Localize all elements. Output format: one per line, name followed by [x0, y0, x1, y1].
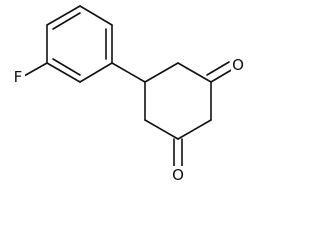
carbonyl-top [206, 61, 234, 83]
oxygen-bottom-label: O [172, 166, 184, 184]
fluorine-label: F [14, 68, 23, 86]
cyclohexanedione-ring [144, 62, 212, 140]
oxygen-top-label: O [232, 56, 244, 74]
oxygen-bottom-atom: O [171, 166, 186, 184]
bond-c4-c3 [177, 62, 212, 83]
bond-carbon-fluorine [23, 62, 48, 77]
bond-ring-bottom-right [79, 62, 113, 83]
bond-ring-top-right [79, 5, 113, 26]
fluorine-atom: F [12, 68, 25, 86]
bond-ring-bottom-left [46, 62, 81, 83]
bond-c2-c1 [177, 119, 212, 140]
bond-c1-c6 [144, 119, 179, 140]
carbonyl-top-bond-inner [206, 61, 230, 76]
carbonyl-bottom [173, 138, 183, 168]
bond-aryl-cyclohexane [111, 62, 146, 83]
bond-ring-top [46, 5, 81, 26]
chemical-structure: F O O [12, 5, 246, 184]
carbonyl-top-bond-outer [210, 68, 234, 83]
fluorophenyl-ring [46, 5, 113, 83]
double-bond-inner-bottom [52, 58, 81, 76]
oxygen-top-atom: O [231, 56, 246, 74]
double-bond-inner-top [52, 12, 81, 30]
bond-c5-c4 [144, 62, 179, 83]
